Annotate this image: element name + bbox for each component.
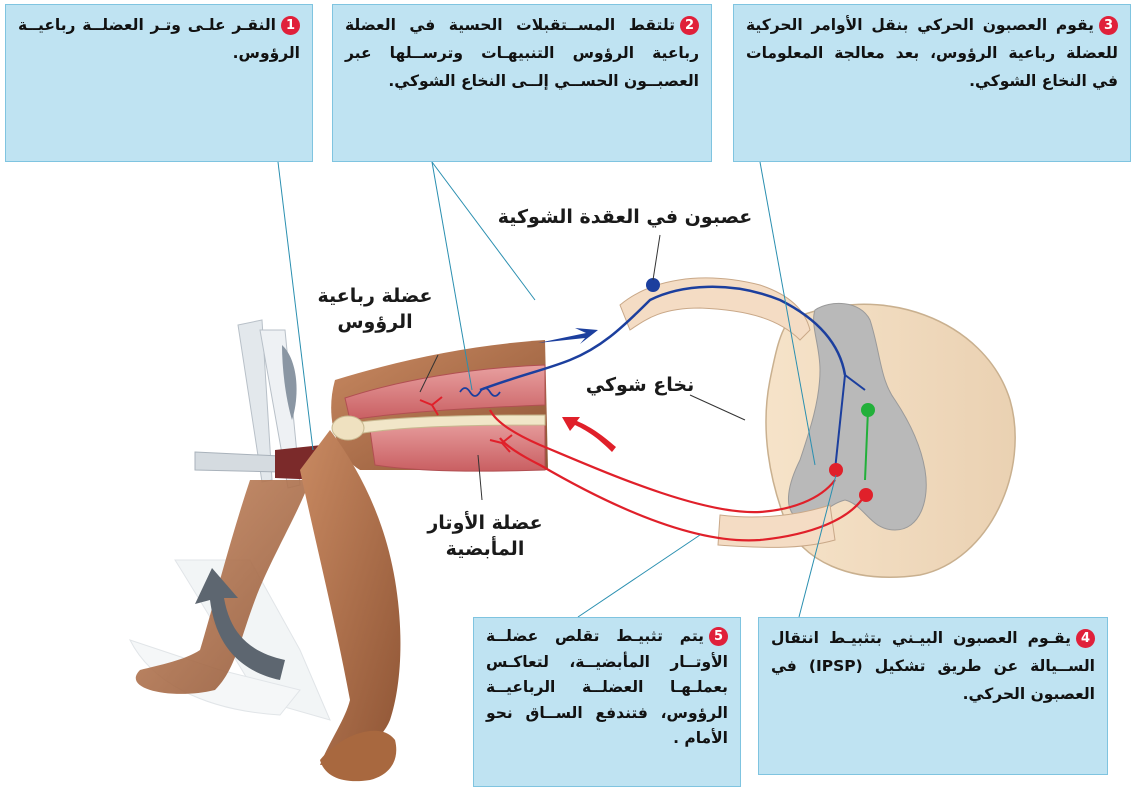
sensory-motion-arrow [538, 328, 598, 344]
motor-motion-arrow [562, 417, 616, 452]
patella [332, 416, 364, 440]
callout-2-text: تلتقط المســتقبلات الحسية في العضلة رباع… [345, 16, 699, 90]
motor-neuron-body-1 [829, 463, 843, 477]
callout-2: 2تلتقط المســتقبلات الحسية في العضلة ربا… [332, 4, 712, 162]
label-hamstring-line2: المأبضية [410, 536, 560, 562]
callout-5-text: يتم تثبيـط تقلص عضلــة الأوتــار المأبضي… [486, 627, 728, 747]
label-hamstring: عضلة الأوتار المأبضية [410, 510, 560, 562]
label-ganglion-neuron: عصبون في العقدة الشوكية [485, 204, 765, 230]
motor-neuron-body-2 [859, 488, 873, 502]
callout-1-number: 1 [281, 16, 300, 35]
callout-1: 1النقـر علـى وتـر العضلــة رباعيــة الرؤ… [5, 4, 313, 162]
callout-1-text: النقـر علـى وتـر العضلــة رباعيــة الرؤو… [18, 16, 300, 62]
callout-3: 3يقوم العصبون الحركي بنقل الأوامر الحركي… [733, 4, 1131, 162]
ganglion-neuron-body [646, 278, 660, 292]
label-quadriceps: عضلة رباعية الرؤوس [300, 283, 450, 335]
foot [320, 731, 396, 781]
interneuron-body [861, 403, 875, 417]
label-hamstring-line1: عضلة الأوتار [410, 510, 560, 536]
callout-3-text: يقوم العصبون الحركي بنقل الأوامر الحركية… [746, 16, 1118, 90]
callout-3-number: 3 [1099, 16, 1118, 35]
label-quadriceps-line2: الرؤوس [300, 309, 450, 335]
callout-4-number: 4 [1076, 629, 1095, 648]
callout-5-number: 5 [709, 627, 728, 646]
label-quadriceps-line1: عضلة رباعية [300, 283, 450, 309]
callout-4: 4يقـوم العصبون البيـني بتثبيـط انتقال ال… [758, 617, 1108, 775]
callout-4-text: يقـوم العصبون البيـني بتثبيـط انتقال الس… [771, 629, 1095, 703]
label-spinal-cord: نخاع شوكي [570, 372, 710, 398]
callout-5: 5يتم تثبيـط تقلص عضلــة الأوتــار المأبض… [473, 617, 741, 787]
callout-2-number: 2 [680, 16, 699, 35]
